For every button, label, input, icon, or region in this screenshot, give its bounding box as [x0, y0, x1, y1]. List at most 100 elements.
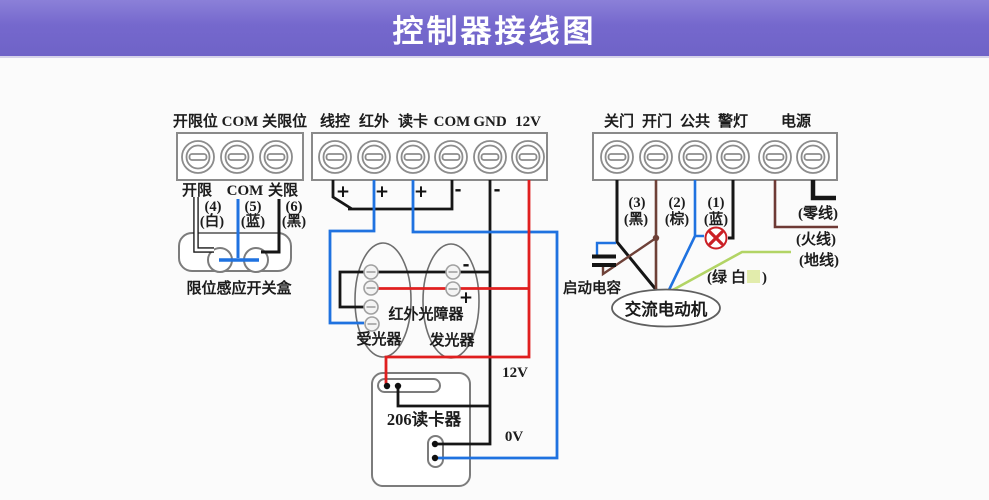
limit-box-label: 限位感应开关盒 — [186, 279, 292, 297]
capacitor-symbol — [592, 254, 616, 267]
limit-block-header: 开限位 COM 关限位 — [173, 112, 307, 130]
pin-label-power: 电源 — [781, 112, 811, 130]
wire-color-blue-1: (蓝) — [704, 210, 728, 228]
reader-terminal-dot — [383, 382, 391, 390]
screw-terminal — [716, 140, 750, 174]
screw-terminal — [473, 140, 507, 174]
screw-terminal — [600, 140, 634, 174]
wire-number-4: (4) — [205, 199, 222, 215]
no-connection-x-icon — [704, 226, 728, 250]
sensor-terminal — [363, 264, 379, 280]
wire-12v-red — [384, 180, 531, 386]
reader-slot — [377, 378, 441, 393]
screw-terminal — [511, 140, 545, 174]
screw-terminal — [318, 140, 352, 174]
capacitor-plate-top — [592, 254, 616, 259]
wire-reader-data-blue — [411, 180, 559, 460]
screw-terminal — [639, 140, 673, 174]
motor-label: 交流电动机 — [625, 299, 708, 319]
limit-pin-open: 开限 — [182, 182, 212, 199]
wire-number-5: (5) — [245, 199, 262, 215]
sensor-terminals — [363, 264, 461, 332]
reader-terminal-dot — [431, 440, 439, 448]
screw-terminal — [396, 140, 430, 174]
wire-infrared-blue — [328, 180, 376, 325]
polarity-minus-2: - — [493, 180, 500, 200]
blue-wires — [219, 180, 704, 460]
label-live: (火线) — [796, 230, 836, 248]
sensor-terminal — [364, 316, 380, 332]
screw-terminal — [758, 140, 792, 174]
polarity-minus-1: - — [454, 180, 461, 200]
page-title: 控制器接线图 — [392, 13, 597, 49]
screw-terminal — [220, 140, 254, 174]
wire-color-blue: (蓝) — [241, 212, 265, 230]
wire-capacitor-blue — [595, 241, 616, 255]
wire-gnd — [438, 180, 492, 446]
wire-color-white: (白) — [200, 212, 224, 230]
wire-limit-close-black — [261, 199, 281, 254]
receiver-ellipse — [354, 242, 412, 358]
wire-number-2: (2) — [669, 195, 686, 211]
sensor-terminal — [363, 280, 379, 296]
polarity-plus-2: + — [375, 182, 389, 202]
motor-ellipse — [611, 288, 721, 328]
junction-dot — [652, 234, 660, 242]
emitter-minus: - — [462, 255, 469, 275]
label-12v: 12V — [502, 365, 528, 381]
wire-number-6: (6) — [286, 199, 303, 215]
green-white-swatch — [747, 270, 760, 283]
wire-limit-open-white-core — [194, 197, 214, 252]
sensor-terminal — [445, 281, 461, 297]
pin-label-open: 开门 — [642, 112, 672, 130]
green-white-open: (绿 — [707, 268, 728, 286]
pin-label-gnd: GND — [473, 114, 507, 130]
green-white-close: ) — [762, 270, 767, 286]
label-ground: (地线) — [799, 251, 839, 269]
screw-terminal — [796, 140, 830, 174]
sensor-terminal — [445, 264, 461, 280]
reader-terminal-dot — [394, 382, 402, 390]
screw-terminal — [434, 140, 468, 174]
green-white-bai: 白 — [731, 268, 746, 286]
pin-label-close: 关门 — [604, 112, 634, 130]
wire-door-close — [615, 180, 660, 293]
screw-terminal — [357, 140, 391, 174]
wire-color-black-3: (黑) — [624, 211, 648, 228]
screw-terminals — [181, 140, 830, 174]
pin-label-com: COM — [434, 114, 471, 130]
limit-pin-close: 关限 — [268, 181, 298, 199]
capacitor-plate-bottom — [592, 263, 616, 267]
wire-reader-gnd — [396, 386, 490, 408]
wire-linecontrol-switch — [331, 180, 454, 211]
title-bar: 控制器接线图 — [0, 0, 989, 58]
polarity-plus-3: + — [414, 182, 428, 202]
wire-infrared-minus-loop — [338, 270, 490, 309]
wire-live — [773, 180, 838, 229]
polarity-plus-1: + — [336, 182, 350, 202]
capacitor-label: 启动电容 — [563, 279, 621, 297]
wire-neutral — [810, 180, 836, 201]
label-neutral: (零线) — [798, 204, 838, 222]
pin-label-infrared: 红外 — [359, 112, 389, 130]
screw-terminal — [181, 140, 215, 174]
wire-capacitor-brown — [601, 237, 657, 277]
label-0v: 0V — [505, 429, 524, 445]
reader-label: 206读卡器 — [387, 409, 462, 429]
wire-common-blue — [666, 180, 704, 293]
wire-ground-green — [670, 250, 791, 293]
pin-label-common: 公共 — [680, 113, 710, 130]
pin-label-alarm: 警灯 — [717, 112, 748, 130]
pin-label-linecontrol: 线控 — [320, 112, 350, 130]
emitter-label: 发光器 — [428, 331, 475, 349]
screw-terminal — [678, 140, 712, 174]
sensor-terminal — [363, 299, 379, 315]
green-white-label: (绿 白 ) — [707, 268, 767, 286]
wire-alarm — [728, 180, 735, 240]
screw-terminal — [259, 140, 293, 174]
reader-terminal-dot — [431, 454, 439, 462]
pin-label-reader: 读卡 — [398, 112, 428, 130]
infrared-title: 红外光障器 — [388, 305, 464, 323]
